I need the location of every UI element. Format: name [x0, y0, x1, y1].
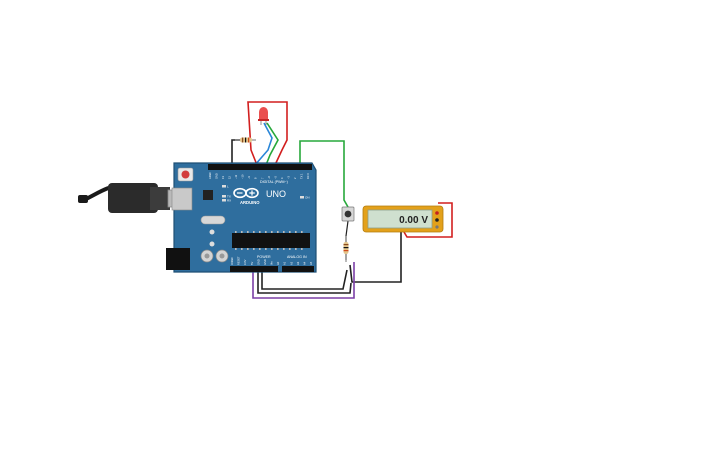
digital-header-label: DIGITAL (PWM~) [260, 180, 288, 184]
board-brand-label: ARDUINO [240, 200, 260, 205]
atmega-chip [232, 233, 310, 248]
meter-terminal-black[interactable] [435, 218, 439, 222]
analog-header-pins [282, 266, 314, 272]
pin-label: ~9 [247, 175, 251, 179]
wires [231, 101, 453, 299]
pin-label: IOREF [230, 257, 234, 265]
wire-5v-black-2[interactable] [257, 272, 352, 294]
resistor-icon[interactable] [343, 236, 349, 262]
pin-label: Vin [270, 261, 274, 265]
pin-label: RESET [237, 256, 241, 265]
arduino-logo-icon [233, 187, 259, 199]
meter-terminal-red[interactable] [435, 211, 439, 215]
power-header-pins [230, 266, 278, 272]
pin-label: A1 [283, 261, 287, 265]
chip-pins [235, 231, 303, 250]
wire-led-red[interactable] [247, 101, 288, 166]
wire-gnd-black-1[interactable] [261, 269, 348, 290]
pin-label: ~10 [241, 174, 245, 179]
wire-purple[interactable] [252, 262, 355, 299]
pin-label: ~5 [273, 175, 277, 179]
wire-meter-black[interactable] [349, 232, 402, 283]
multimeter[interactable]: 0.00 V [362, 205, 444, 233]
pin-label: 7 [260, 177, 264, 179]
power-jack [166, 248, 190, 270]
board-model-label: UNO [266, 189, 286, 199]
pin-label: A5 [309, 261, 313, 265]
pin-label: 5V [250, 262, 254, 265]
digital-header [208, 164, 312, 170]
svg-text:L: L [227, 185, 229, 189]
board-status-leds: L TX RX ON [222, 185, 310, 203]
pin-label: 4 [280, 177, 284, 179]
power-header-label: POWER [257, 255, 271, 259]
pin-label: A2 [289, 261, 293, 265]
svg-text:RX: RX [227, 199, 231, 203]
pin-label: 3.3V [243, 259, 247, 265]
wire-led-blue[interactable] [254, 122, 273, 166]
pin-label: 12 [228, 176, 232, 179]
pin-label: 2 [293, 177, 297, 179]
pin-label: A0 [276, 261, 280, 265]
crystal [200, 215, 226, 225]
pin-label: ~6 [267, 175, 271, 179]
pin-label: AREF [208, 172, 212, 179]
multimeter-reading: 0.00 V [399, 215, 428, 226]
usb-jack [171, 187, 193, 211]
analog-header-label: ANALOG IN [287, 255, 307, 259]
usb-cable-icon[interactable] [78, 183, 181, 213]
pin-label: 13 [221, 176, 225, 179]
pin-label: GND [263, 259, 267, 265]
pin-label: A3 [296, 261, 300, 265]
pin-label: GND [256, 259, 260, 265]
pushbutton-icon[interactable] [341, 206, 355, 222]
pin-label: GND [215, 173, 219, 179]
pin-label: 8 [254, 177, 258, 179]
wire-led-green[interactable] [265, 122, 279, 166]
led-icon[interactable] [258, 107, 269, 125]
svg-text:ON: ON [305, 196, 310, 200]
pin-label: RX 0 [306, 173, 310, 179]
smd-chip [203, 190, 213, 200]
pin-label: ~3 [286, 175, 290, 179]
pin-label: ~11 [234, 174, 238, 179]
pin-label: A4 [302, 261, 306, 265]
svg-text:TX: TX [227, 195, 231, 199]
wire-resistor-gnd[interactable] [231, 139, 240, 165]
wire-pin-button[interactable] [299, 140, 349, 208]
wire-meter-red[interactable] [403, 202, 453, 238]
pin-label: TX 1 [299, 173, 303, 179]
resistor-icon[interactable] [235, 137, 256, 143]
